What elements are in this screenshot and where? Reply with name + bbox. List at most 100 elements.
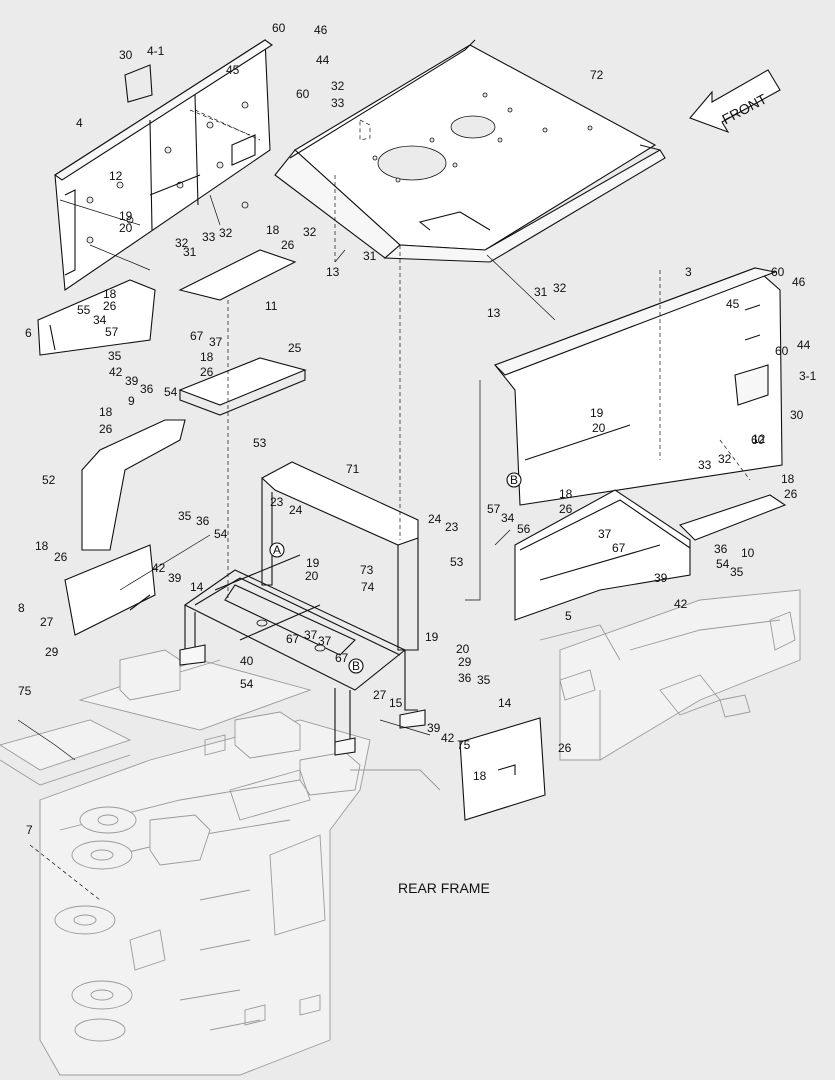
part-number-label: 26 bbox=[103, 299, 117, 313]
rear-frame-caption: REAR FRAME bbox=[398, 880, 490, 896]
part-number-label: 23 bbox=[445, 520, 459, 534]
part-number-label: 36 bbox=[714, 542, 728, 556]
part-number-label: 36 bbox=[196, 514, 210, 528]
part-number-label: 3-1 bbox=[799, 369, 817, 383]
part-number-label: 24 bbox=[428, 512, 442, 526]
part-number-label: 3 bbox=[685, 265, 692, 279]
part-number-label: 42 bbox=[441, 731, 455, 745]
callout-circle bbox=[348, 658, 364, 674]
part-number-label: 67 bbox=[286, 632, 300, 646]
part-number-label: 35 bbox=[730, 565, 744, 579]
part-number-label: 30 bbox=[119, 48, 133, 62]
part-number-label: 20 bbox=[456, 642, 470, 656]
part-number-label: 67 bbox=[190, 329, 204, 343]
part-number-label: 20 bbox=[119, 221, 133, 235]
part-number-label: 42 bbox=[152, 561, 166, 575]
part-number-label: 26 bbox=[54, 550, 68, 564]
part-number-label: 18 bbox=[266, 223, 280, 237]
part-number-label: 54 bbox=[214, 527, 228, 541]
part-number-label: 46 bbox=[792, 275, 806, 289]
part-number-label: 74 bbox=[361, 580, 375, 594]
part-number-label: 35 bbox=[108, 349, 122, 363]
part-number-label: 29 bbox=[45, 645, 59, 659]
part-number-label: 24 bbox=[289, 503, 303, 517]
part-number-label: 32 bbox=[303, 225, 317, 239]
part-number-label: 39 bbox=[654, 571, 668, 585]
part-number-label: 18 bbox=[103, 287, 117, 301]
part-number-label: 26 bbox=[200, 365, 214, 379]
part-number-label: 19 bbox=[425, 630, 439, 644]
part-number-label: 25 bbox=[288, 341, 302, 355]
part-number-label: 31 bbox=[534, 285, 548, 299]
part-number-label: 32 bbox=[331, 79, 345, 93]
part-number-label: 44 bbox=[316, 53, 330, 67]
callout-circle bbox=[506, 472, 522, 488]
part-number-label: 27 bbox=[373, 688, 387, 702]
part-number-label: 60 bbox=[272, 21, 286, 35]
right-lower-panels bbox=[459, 489, 787, 821]
part-number-label: 31 bbox=[363, 249, 377, 263]
rear-frame-drawing bbox=[0, 589, 801, 1076]
part-number-label: 34 bbox=[93, 313, 107, 327]
part-number-label: 60 bbox=[771, 265, 785, 279]
part-number-label: 60 bbox=[296, 87, 310, 101]
part-number-label: 19 bbox=[119, 209, 133, 223]
part-number-label: 13 bbox=[487, 306, 501, 320]
part-number-label: 52 bbox=[42, 473, 56, 487]
part-number-label: 18 bbox=[559, 487, 573, 501]
part-number-label: 56 bbox=[517, 522, 531, 536]
part-number-label: 30 bbox=[790, 408, 804, 422]
roof-cover-72 bbox=[274, 39, 666, 263]
callout-label: B bbox=[510, 473, 518, 487]
part-number-label: 18 bbox=[473, 769, 487, 783]
part-number-label: 26 bbox=[559, 502, 573, 516]
part-number-label: 54 bbox=[716, 557, 730, 571]
part-number-label: 60 bbox=[751, 433, 765, 447]
part-number-label: 35 bbox=[178, 509, 192, 523]
left-door-4 bbox=[54, 39, 273, 291]
part-number-label: 18 bbox=[35, 539, 49, 553]
part-number-label: 12 bbox=[109, 169, 123, 183]
part-number-label: 57 bbox=[105, 325, 119, 339]
part-number-label: 57 bbox=[487, 502, 501, 516]
part-number-label: 55 bbox=[77, 303, 91, 317]
part-number-label: 8 bbox=[18, 601, 25, 615]
part-number-label: 7 bbox=[26, 823, 33, 837]
part-number-label: 26 bbox=[281, 238, 295, 252]
part-number-label: 37 bbox=[598, 527, 612, 541]
part-number-label: 10 bbox=[741, 546, 755, 560]
part-number-label: 40 bbox=[240, 654, 254, 668]
part-number-label: 37 bbox=[304, 628, 318, 642]
part-number-label: 72 bbox=[590, 68, 604, 82]
part-number-label: 32 bbox=[553, 281, 567, 295]
part-number-label: 20 bbox=[305, 569, 319, 583]
left-lower-panels bbox=[37, 249, 307, 636]
part-number-label: 14 bbox=[190, 580, 204, 594]
callout-circle bbox=[269, 542, 285, 558]
part-number-label: 18 bbox=[200, 350, 214, 364]
part-number-label: 60 bbox=[775, 344, 789, 358]
part-number-label: 26 bbox=[784, 487, 798, 501]
part-number-label: 5 bbox=[565, 609, 572, 623]
part-number-label: 26 bbox=[558, 741, 572, 755]
part-number-label: 39 bbox=[427, 721, 441, 735]
part-number-label: 39 bbox=[168, 571, 182, 585]
part-number-label: 39 bbox=[125, 374, 139, 388]
part-number-label: 6 bbox=[25, 326, 32, 340]
part-number-label: 32 bbox=[175, 236, 189, 250]
assembly-guide-lines bbox=[17, 109, 751, 901]
part-number-label: 44 bbox=[797, 338, 811, 352]
part-number-label: 31 bbox=[183, 245, 197, 259]
part-number-label: 36 bbox=[458, 671, 472, 685]
part-number-label: 18 bbox=[99, 405, 113, 419]
part-number-label: 75 bbox=[457, 738, 471, 752]
part-number-label: 53 bbox=[450, 555, 464, 569]
part-number-label: 73 bbox=[360, 563, 374, 577]
support-frame-71 bbox=[179, 461, 426, 756]
part-number-label: 37 bbox=[209, 335, 223, 349]
part-number-label: 34 bbox=[501, 511, 515, 525]
part-number-label: 13 bbox=[326, 265, 340, 279]
part-number-label: 45 bbox=[226, 63, 240, 77]
